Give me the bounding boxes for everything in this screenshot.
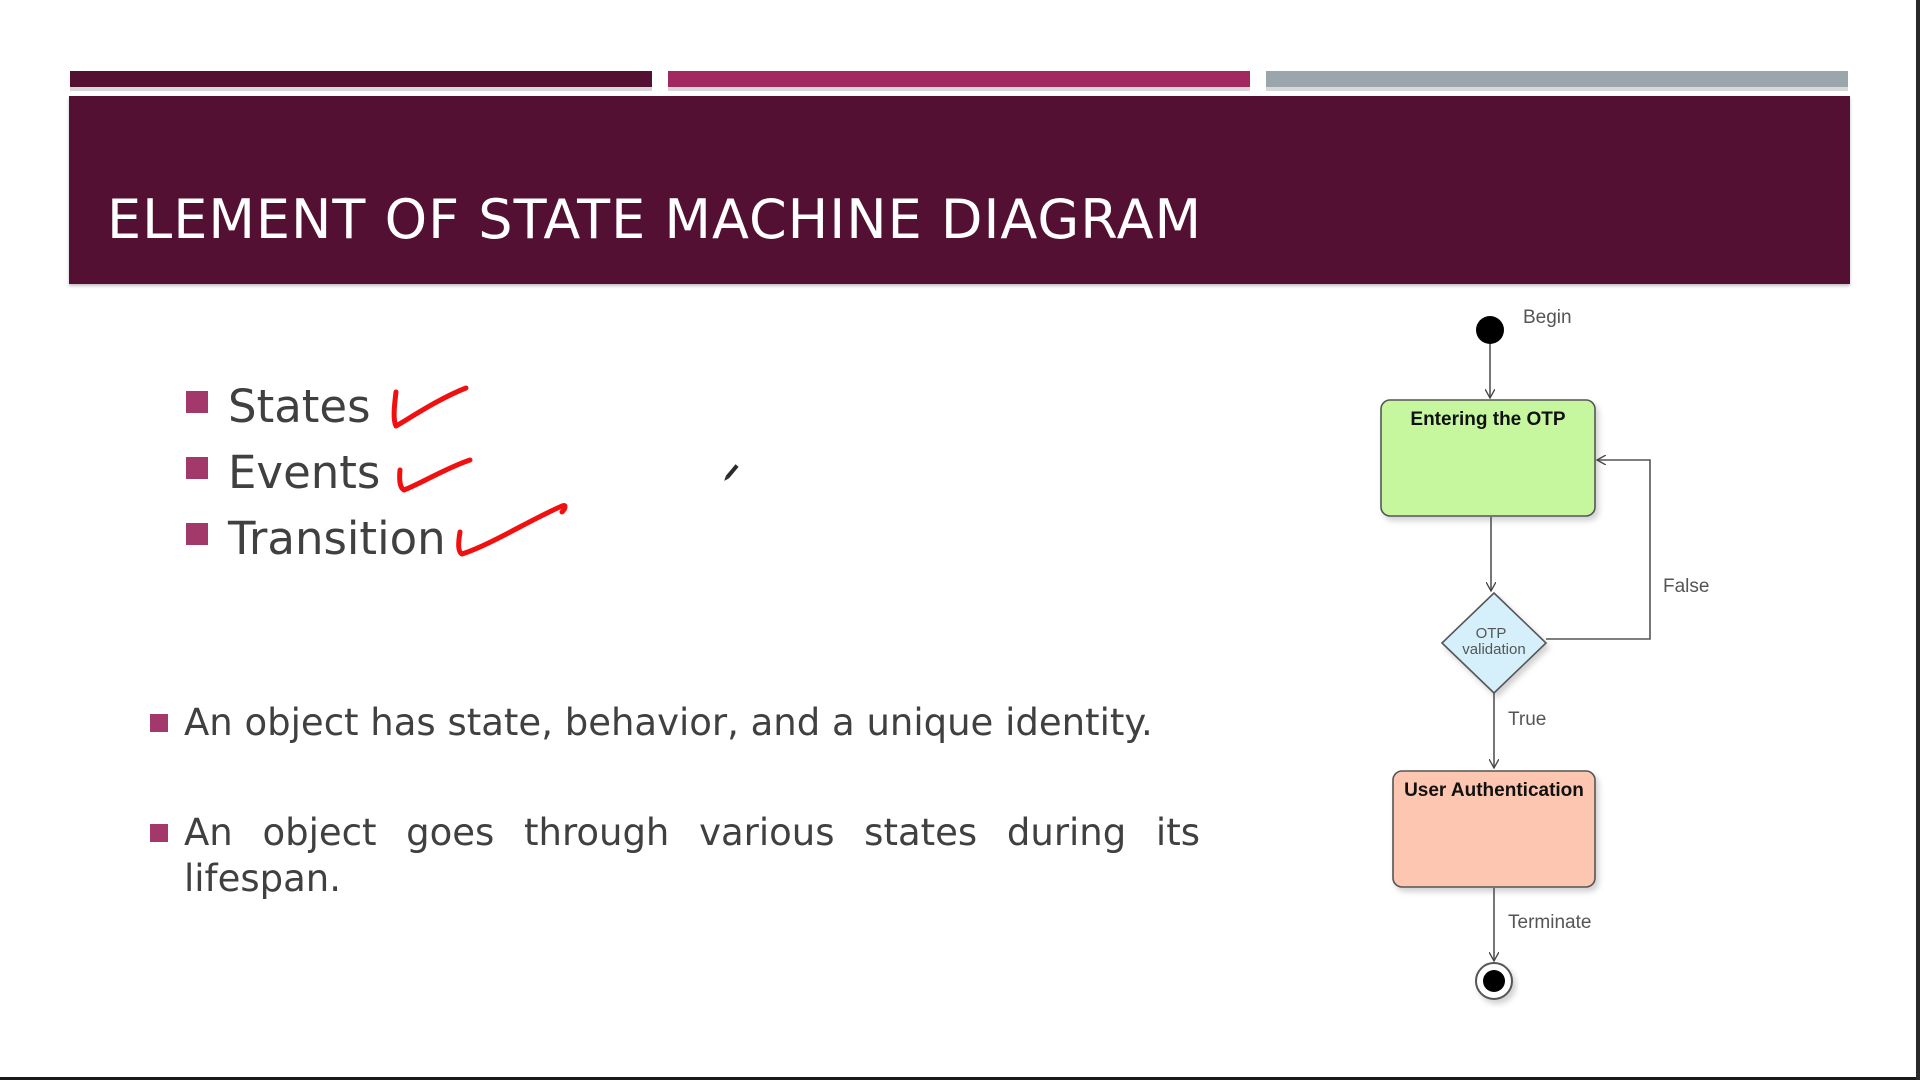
list-item-text: Events [228, 446, 381, 499]
list-item-text: States [228, 380, 371, 433]
state-entering-otp [1380, 399, 1596, 517]
state-entering-otp-label: Entering the OTP [1410, 409, 1566, 430]
decision-label-line1: OTP [1476, 625, 1507, 642]
accent-bar-magenta [668, 71, 1250, 91]
object-notes-list: An object has state, behavior, and a uni… [148, 700, 1200, 902]
false-label: False [1663, 576, 1709, 597]
bullet-square-icon [186, 457, 208, 479]
right-border [1916, 0, 1920, 1080]
bullet-square-icon [150, 824, 168, 842]
slide-title: ELEMENT OF STATE MACHINE DIAGRAM [107, 188, 1203, 251]
accent-bar-grey [1266, 71, 1848, 91]
bullet-square-icon [186, 391, 208, 413]
final-state-node [1475, 962, 1513, 1000]
elements-list: States Events Transition [186, 376, 446, 574]
list-item: States [186, 376, 446, 442]
state-user-authentication [1392, 770, 1596, 888]
title-banner [69, 96, 1850, 284]
list-item: An object has state, behavior, and a uni… [148, 700, 1200, 746]
list-item-text: Transition [228, 512, 446, 565]
list-item-text: An object has state, behavior, and a uni… [184, 701, 1153, 744]
true-label: True [1508, 709, 1546, 730]
begin-label: Begin [1523, 307, 1572, 328]
list-item-text: An object goes through various states du… [184, 811, 1200, 900]
false-transition-arrow [1546, 460, 1651, 640]
terminate-label: Terminate [1508, 912, 1591, 933]
bullet-square-icon [186, 523, 208, 545]
initial-state-node [1476, 316, 1504, 344]
list-item: An object goes through various states du… [148, 810, 1200, 902]
list-item: Events [186, 442, 446, 508]
state-user-authentication-label: User Authentication [1404, 780, 1584, 801]
accent-bar-dark [70, 71, 652, 91]
list-item: Transition [186, 508, 446, 574]
bottom-border [0, 1077, 1920, 1080]
decision-label-line2: validation [1462, 641, 1525, 658]
bullet-square-icon [150, 714, 168, 732]
